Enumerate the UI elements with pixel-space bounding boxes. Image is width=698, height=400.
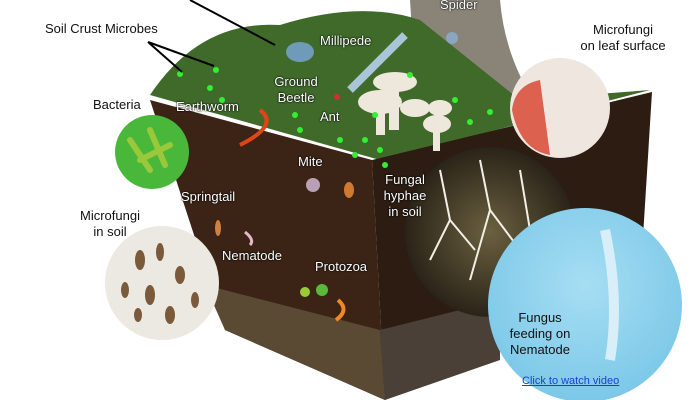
pointer-line <box>189 0 276 46</box>
label-line: Ground <box>274 74 318 89</box>
label-line: in soil <box>388 204 422 219</box>
label-line: Microfungi <box>80 208 140 223</box>
label-line: Microfungi <box>593 22 653 37</box>
mite-icon <box>306 178 320 192</box>
protozoa-icon <box>300 284 346 322</box>
label-protozoa: Protozoa <box>315 259 368 274</box>
label-soil-crust-microbes: Soil Crust Microbes <box>45 21 158 36</box>
mite-orange-icon <box>344 182 354 198</box>
label-bacteria: Bacteria <box>93 97 141 112</box>
spider-icon <box>446 32 458 44</box>
soil-crust-microbe-dots <box>177 67 493 168</box>
hyphae-strands <box>429 159 561 281</box>
label-ant: Ant <box>320 109 340 124</box>
mushrooms <box>358 72 452 151</box>
label-line: on leaf surface <box>580 38 666 53</box>
watch-video-link[interactable]: Click to watch video <box>522 375 620 387</box>
label-line: Fungal <box>385 172 425 187</box>
microfungi-soil-circle <box>105 226 219 340</box>
microfungi-spores <box>121 243 199 324</box>
label-line: Beetle <box>277 90 315 105</box>
label-mite: Mite <box>298 154 323 169</box>
millipede-icon <box>347 32 408 93</box>
leaf-red-tissue <box>512 80 550 155</box>
label-earthworm: Earthworm <box>176 99 239 114</box>
nematode-body <box>600 228 619 361</box>
label-springtail: Springtail <box>181 189 236 204</box>
nematode-icon <box>244 230 254 247</box>
earthworm-icon <box>239 108 269 147</box>
soil-crust-pointer-lines <box>147 41 215 73</box>
bacteria-rods <box>127 127 173 173</box>
label-line: feeding on <box>509 326 571 341</box>
ant-icon <box>334 94 340 100</box>
rock-layer-right <box>380 300 500 400</box>
ground-beetle-icon <box>286 42 314 62</box>
label-line: Nematode <box>510 342 570 357</box>
label-nematode: Nematode <box>222 248 282 263</box>
fungus-nematode-circle <box>488 208 682 400</box>
label-spider: Spider <box>440 0 478 12</box>
rock-layer-left <box>205 285 385 400</box>
label-line: Fungus <box>518 310 562 325</box>
springtail-icon <box>215 220 221 236</box>
label-line: in soil <box>93 224 127 239</box>
label-line: hyphae <box>383 188 427 203</box>
label-millipede: Millipede <box>320 33 372 48</box>
